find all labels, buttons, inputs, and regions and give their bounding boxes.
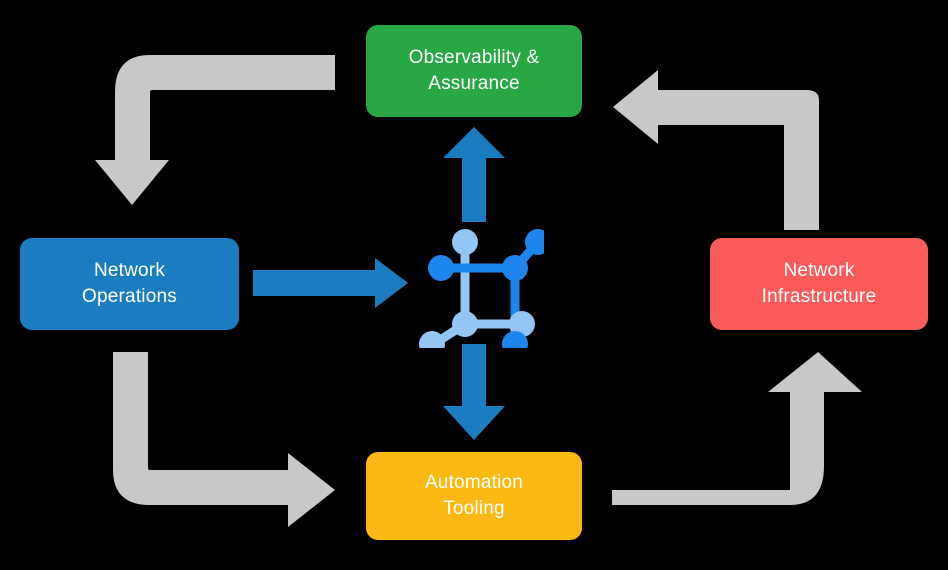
node-box-automation-tooling[interactable]: Automation Tooling: [366, 452, 582, 540]
node-box-network-infrastructure[interactable]: Network Infrastructure: [710, 238, 928, 330]
network-topology-icon-wrapper: [412, 216, 551, 357]
connector-hub-to-automation: [443, 344, 505, 440]
connector-observability-to-operations: [95, 55, 335, 205]
connector-hub-to-observability: [443, 127, 505, 222]
connector-operations-to-hub: [253, 258, 408, 308]
topology-node-hub-dark: [502, 255, 528, 281]
topology-node-bottomleft-light: [419, 331, 445, 357]
network-topology-icon: [419, 229, 551, 357]
node-label-network-operations: Network Operations: [82, 260, 177, 307]
node-label-observability-assurance: Observability & Assurance: [408, 47, 540, 94]
topology-node-top-light: [452, 229, 478, 255]
topology-node-right-light: [509, 311, 535, 337]
node-box-observability-assurance[interactable]: Observability & Assurance: [366, 25, 582, 117]
connector-automation-to-infrastructure: [612, 352, 862, 505]
topology-node-left-dark: [428, 255, 454, 281]
topology-node-center-light: [452, 311, 478, 337]
connector-operations-to-automation: [113, 352, 335, 527]
node-box-network-operations[interactable]: Network Operations: [20, 238, 239, 330]
connector-infrastructure-to-observability: [613, 70, 819, 230]
node-label-automation-tooling: Automation Tooling: [424, 472, 524, 519]
node-label-network-infrastructure: Network Infrastructure: [761, 260, 877, 307]
